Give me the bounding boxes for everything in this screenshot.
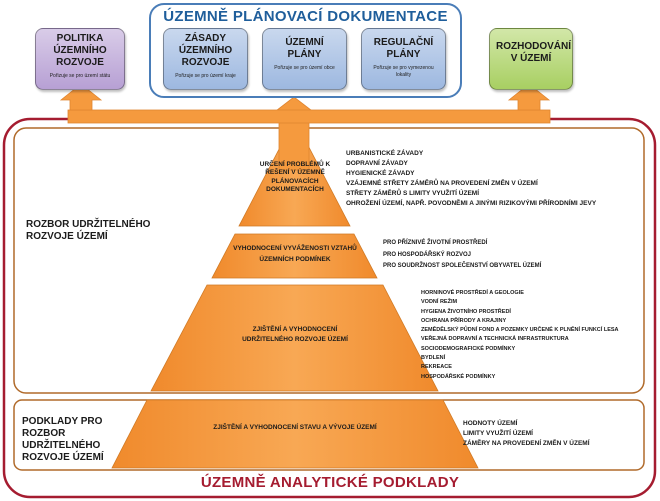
list-item: URBANISTICKÉ ZÁVADY [346,150,424,157]
list-item: OHROŽENÍ ÚZEMÍ, NAPŘ. POVODNĚMI A JINÝMI… [346,200,597,207]
list-item: VEŘEJNÁ DOPRAVNÍ A TECHNICKÁ INFRASTRUKT… [421,336,569,343]
uzemni-plany-subtitle: Pořizuje se pro území obce [274,65,335,71]
pyramid-third-text: ZJIŠTĚNÍ A VYHODNOCENÍ UDRŽITELNÉHO ROZV… [242,326,348,343]
list-item: PRO PŘÍZNIVÉ ŽIVOTNÍ PROSTŘEDÍ [383,240,488,246]
zasady-subtitle: Pořizuje se pro území kraje [175,73,236,79]
list-item: OCHRANA PŘÍRODY A KRAJINY [421,317,507,324]
politika-title: POLITIKA ÚZEMNÍHO ROZVOJE [53,33,107,68]
list-item: HYGIENICKÉ ZÁVADY [346,170,415,177]
uzemni-plany-title: ÚZEMNÍ PLÁNY [285,37,324,60]
pyramid-tier-third [150,284,439,392]
rozhodovani-title: ROZHODOVÁNÍ V ÚZEMÍ [496,41,571,64]
pyramid-base-text: ZJIŠTĚNÍ A VYHODNOCENÍ STAVU A VÝVOJE ÚZ… [213,424,377,431]
list-item: REKREACE [421,364,452,371]
regulacni-plany-box: REGULAČNÍ PLÁNY Pořizuje se pro vymezeno… [361,28,446,90]
list-third: HORNINOVÉ PROSTŘEDÍ A GEOLOGIE VODNÍ REŽ… [421,289,619,382]
regulacni-plany-title: REGULAČNÍ PLÁNY [373,37,434,60]
list-item: HORNINOVÉ PROSTŘEDÍ A GEOLOGIE [421,290,524,296]
list-item: BYDLENÍ [421,355,446,362]
list-item: HYGIENA ŽIVOTNÍHO PROSTŘEDÍ [421,308,511,315]
uap-title: ÚZEMNĚ ANALYTICKÉ PODKLADY [120,474,540,492]
arrow-bar [67,109,551,124]
podklady-label: PODKLADY PRO ROZBOR UDRŽITELNÉHO ROZVOJE… [22,416,104,463]
upd-title: ÚZEMNĚ PLÁNOVACÍ DOKUMENTACE [163,8,448,25]
list-item: PRO HOSPODÁŘSKÝ ROZVOJ [383,251,472,258]
rozbor-label: ROZBOR UDRŽITELNÉHO ROZVOJE ÚZEMÍ [26,219,151,242]
list-item: HODNOTY ÚZEMÍ [463,420,518,427]
arrow-up-to-rozhodovani [507,83,551,111]
pyramid-second-text: VYHODNOCENÍ VYVÁŽENOSTI VZTAHŮ ÚZEMNÍCH … [233,245,357,263]
list-item: HOSPODÁŘSKÉ PODMÍNKY [421,373,496,380]
list-item: SOCIODEMOGRAFICKÉ PODMÍNKY [421,345,516,352]
regulacni-plany-subtitle: Pořizuje se pro vymezenou lokality [373,65,434,78]
politika-box: POLITIKA ÚZEMNÍHO ROZVOJE Pořizuje se pr… [35,28,125,90]
list-item: ZEMĚDĚLSKÝ PŮDNÍ FOND A POZEMKY URČENÉ K… [421,327,619,334]
list-item: ZÁMĚRY NA PROVEDENÍ ZMĚN V ÚZEMÍ [463,440,590,447]
arrow-up-to-politika [59,83,103,111]
uzemni-plany-box: ÚZEMNÍ PLÁNY Pořizuje se pro území obce [262,28,347,90]
pyramid-top-text: URČENÍ PROBLÉMŮ K ŘEŠENÍ V ÚZEMNĚ PLÁNOV… [259,161,331,193]
list-item: STŘETY ZÁMĚRŮ S LIMITY VYUŽITÍ ÚZEMÍ [346,190,480,197]
list-base: HODNOTY ÚZEMÍ LIMITY VYUŽITÍ ÚZEMÍ ZÁMĚR… [463,419,590,449]
pyramid-tier-second [211,233,378,279]
rozbor-frame [13,127,645,394]
list-item: LIMITY VYUŽITÍ ÚZEMÍ [463,430,533,437]
list-item: DOPRAVNÍ ZÁVADY [346,160,408,167]
zasady-box: ZÁSADY ÚZEMNÍHO ROZVOJE Pořizuje se pro … [163,28,248,90]
list-item: PRO SOUDRŽNOST SPOLEČENSTVÍ OBYVATEL ÚZE… [383,263,542,269]
list-top: URBANISTICKÉ ZÁVADY DOPRAVNÍ ZÁVADY HYGI… [346,149,596,209]
zasady-title: ZÁSADY ÚZEMNÍHO ROZVOJE [178,33,233,68]
pyramid-tier-base [111,399,479,469]
rozhodovani-box: ROZHODOVÁNÍ V ÚZEMÍ [489,28,573,90]
politika-subtitle: Pořizuje se pro území státu [49,73,111,79]
list-item: VZÁJEMNÉ STŘETY ZÁMĚRŮ NA PROVEDENÍ ZMĚN… [346,180,538,187]
list-second: PRO PŘÍZNIVÉ ŽIVOTNÍ PROSTŘEDÍ PRO HOSPO… [383,238,541,273]
list-item: VODNÍ REŽIM [421,299,458,306]
